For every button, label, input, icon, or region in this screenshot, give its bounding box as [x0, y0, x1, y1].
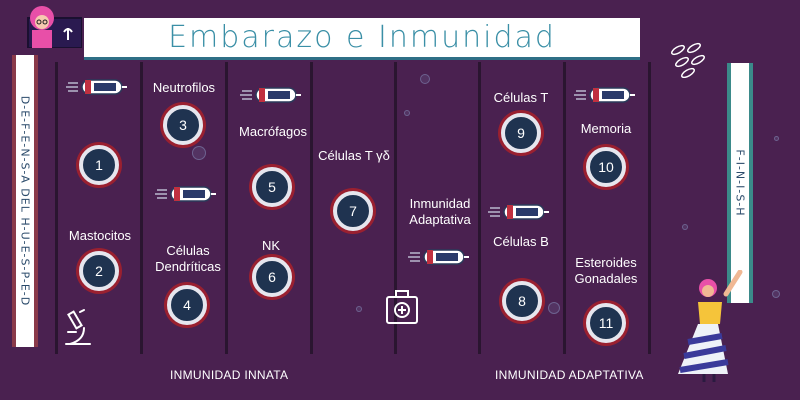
pill-icon — [240, 86, 302, 104]
column-divider — [394, 62, 397, 354]
pills-cluster-icon — [668, 42, 708, 82]
bubble-decoration — [772, 290, 780, 298]
bubble-decoration — [192, 146, 206, 160]
title-banner: Embarazo e Inmunidad — [84, 18, 640, 60]
bubble-decoration — [356, 306, 362, 312]
step-circle-10[interactable]: 10 — [586, 147, 626, 187]
pill-icon — [155, 185, 217, 203]
bubble-decoration — [682, 224, 688, 230]
label-celulas-t: Células T — [493, 90, 549, 105]
label-celulas-b: Células B — [493, 234, 549, 249]
label-celulas-t-gd: Células T γδ — [318, 148, 390, 163]
step-circle-8[interactable]: 8 — [502, 281, 542, 321]
column-divider — [563, 62, 566, 354]
label-celulas-dendriticas: Células Dendríticas — [155, 243, 221, 274]
column-divider — [225, 62, 228, 354]
step-circle-9[interactable]: 9 — [501, 113, 541, 153]
label-memoria: Memoria — [580, 121, 632, 136]
step-circle-6[interactable]: 6 — [252, 257, 292, 297]
label-nk: NK — [261, 238, 281, 253]
step-circle-4[interactable]: 4 — [167, 285, 207, 325]
section-adaptive-label: INMUNIDAD ADAPTATIVA — [495, 368, 644, 382]
medical-kit-icon — [384, 287, 420, 329]
section-innate-label: INMUNIDAD INNATA — [170, 368, 289, 382]
bubble-decoration — [548, 302, 560, 314]
label-esteroides-gonadales: Esteroides Gonadales — [574, 255, 638, 286]
label-neutrofilos: Neutrofilos — [152, 80, 216, 95]
bubble-decoration — [404, 110, 410, 116]
column-divider — [310, 62, 313, 354]
microscope-icon — [60, 308, 94, 352]
pill-icon — [574, 86, 636, 104]
label-macrofagos: Macrófagos — [239, 124, 307, 139]
step-circle-3[interactable]: 3 — [163, 105, 203, 145]
step-circle-11[interactable]: 11 — [586, 303, 626, 343]
column-divider — [478, 62, 481, 354]
label-mastocitos: Mastocitos — [68, 228, 132, 243]
label-inmunidad-adaptativa: Inmunidad Adaptativa — [409, 196, 471, 227]
finish-text: F-I-N-I-S-H — [733, 149, 747, 217]
avatar-icon — [18, 2, 83, 49]
host-defense-panel: D-E-F-E-N-S-A DEL H-U-E-S-P-E-D — [12, 55, 38, 347]
pill-icon — [66, 78, 128, 96]
step-circle-1[interactable]: 1 — [79, 145, 119, 185]
column-divider — [648, 62, 651, 354]
column-divider — [140, 62, 143, 354]
host-defense-text: D-E-F-E-N-S-A DEL H-U-E-S-P-E-D — [18, 95, 32, 307]
bubble-decoration — [774, 136, 779, 141]
step-circle-7[interactable]: 7 — [333, 191, 373, 231]
pill-icon — [488, 203, 550, 221]
bubble-decoration — [420, 74, 430, 84]
step-circle-5[interactable]: 5 — [252, 167, 292, 207]
pill-icon — [408, 248, 470, 266]
column-divider — [55, 62, 58, 354]
step-circle-2[interactable]: 2 — [79, 251, 119, 291]
woman-figure-icon — [674, 269, 748, 388]
page-title: Embarazo e Inmunidad — [168, 20, 556, 55]
finish-panel: F-I-N-I-S-H — [727, 63, 753, 303]
